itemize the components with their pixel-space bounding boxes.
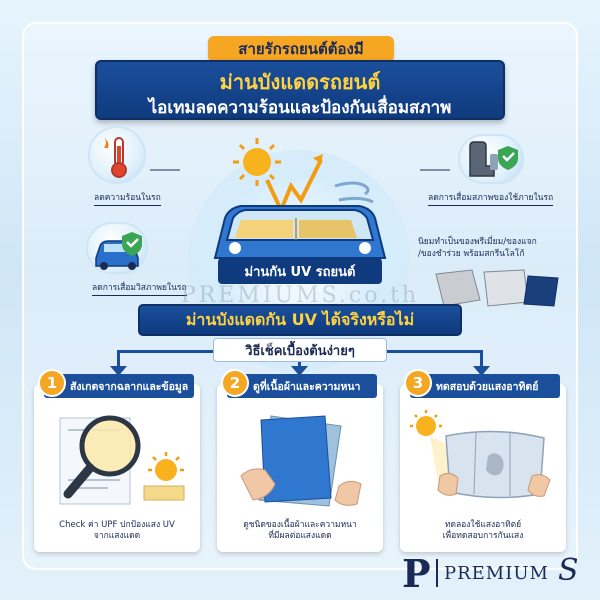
watermark: PREMIUMS.co.th [180,283,420,308]
step-card-1: 1 สังเกตจากฉลากและข้อมูล Check ค่า UPF ป… [34,369,200,552]
step-2-number: 2 [221,369,249,397]
step-2-caption-line1: ดูชนิดของเนื้อผ้าและความหนา [243,520,357,530]
arrow-right-v [480,350,483,368]
step-1-caption: Check ค่า UPF ปกป้องแสง UV จากแสงแดด [40,520,194,542]
logo-divider [436,559,438,587]
arrow-center-v [298,362,301,368]
logo-s: S [558,553,579,588]
step-3-number: 3 [404,369,432,397]
feature-gift-text: นิยมทำเป็นของพรีเมี่ยม/ของแจก /ของชำร่วย… [418,236,568,260]
step-3-title: ทดสอบด้วยแสงอาทิตย์ [436,380,539,393]
sun-test-icon [410,410,551,499]
arrow-left-head [110,366,127,376]
premiums-logo: P PREMIUM S [402,551,592,596]
logo-p: P [402,551,431,596]
step-3-caption: ทดลองใช้แสงอาทิตย์ เพื่อทดสอบการกันแสง [406,520,560,542]
car-sunshade-illustration [213,138,387,259]
header-banner: ม่านบังแดดรถยนต์ ไอเทมลดความร้อนและป้องก… [95,60,505,120]
car-seat-shield-icon [458,134,524,184]
step-1-header: 1 สังเกตจากฉลากและข้อมูล [38,369,194,398]
question-banner: ม่านบังแดดกัน UV ได้จริงหรือไม่ [138,304,462,336]
arrow-right-h [387,350,482,353]
connector-lines [150,169,450,171]
page-subtitle: ไอเทมลดความร้อนและป้องกันเสื่อมสภาพ [148,98,452,118]
step-1-caption-line2: จากแสงแดด [93,531,141,541]
feature-gift-line1: นิยมทำเป็นของพรีเมี่ยม/ของแจก [418,237,537,247]
logo-text: PREMIUM [444,563,549,584]
feature-heat-label: ลดความร้อนในรถ [94,190,161,206]
fabric-hands-icon [240,415,362,507]
arrow-right-head [473,366,490,376]
thermometer-icon [88,126,146,184]
step-2-header: 2 ดูที่เนื้อผ้าและความหนา [221,369,377,398]
step-1-title: สังเกตจากฉลากและข้อมูล [70,380,189,393]
step-1-caption-line1: Check ค่า UPF ปกป้องแสง UV [59,520,175,530]
step-1-number: 1 [38,369,66,397]
arrow-center-head [291,366,308,376]
step-card-3: 3 ทดสอบด้วยแสงอาทิตย์ ทดลองใช้แสงอาทิตย์… [400,369,566,552]
step-3-header: 3 ทดสอบด้วยแสงอาทิตย์ [404,369,560,398]
folded-shades-icon [435,269,559,307]
feature-vision-label: ลดการเสื่อมวิสภาพยในรถ [92,280,187,296]
arrow-left-v [117,350,120,368]
header-tag: สายรักรถยนต์ต้องมี [208,36,394,62]
step-card-2: 2 ดูที่เนื้อผ้าและความหนา ดูชนิดของเนื้อ… [217,369,383,552]
step-2-caption: ดูชนิดของเนื้อผ้าและความหนา ที่มีผลต่อแส… [223,520,377,542]
how-to-banner: วิธีเช็คเบื้องต้นง่ายๆ [213,338,387,362]
step-2-caption-line2: ที่มีผลต่อแสงแดด [268,531,332,541]
step-2-title: ดูที่เนื้อผ้าและความหนา [253,380,361,393]
page-title: ม่านบังแดดรถยนต์ [219,70,381,94]
car-shield-icon [86,222,148,274]
car-label: ม่านกัน UV รถยนต์ [218,258,382,284]
sun-icon [233,138,281,186]
step-3-caption-line2: เพื่อทดสอบการกันแสง [442,531,524,541]
arrow-left-h [118,350,213,353]
magnifier-label-icon [59,415,185,505]
feature-interior-label: ลดการเสื่อมสภาพของใช้ภายในรถ [428,190,554,206]
step-3-caption-line1: ทดลองใช้แสงอาทิตย์ [444,520,522,530]
feature-gift-line2: /ของชำร่วย พร้อมสกรีนโลโก้ [418,249,525,259]
